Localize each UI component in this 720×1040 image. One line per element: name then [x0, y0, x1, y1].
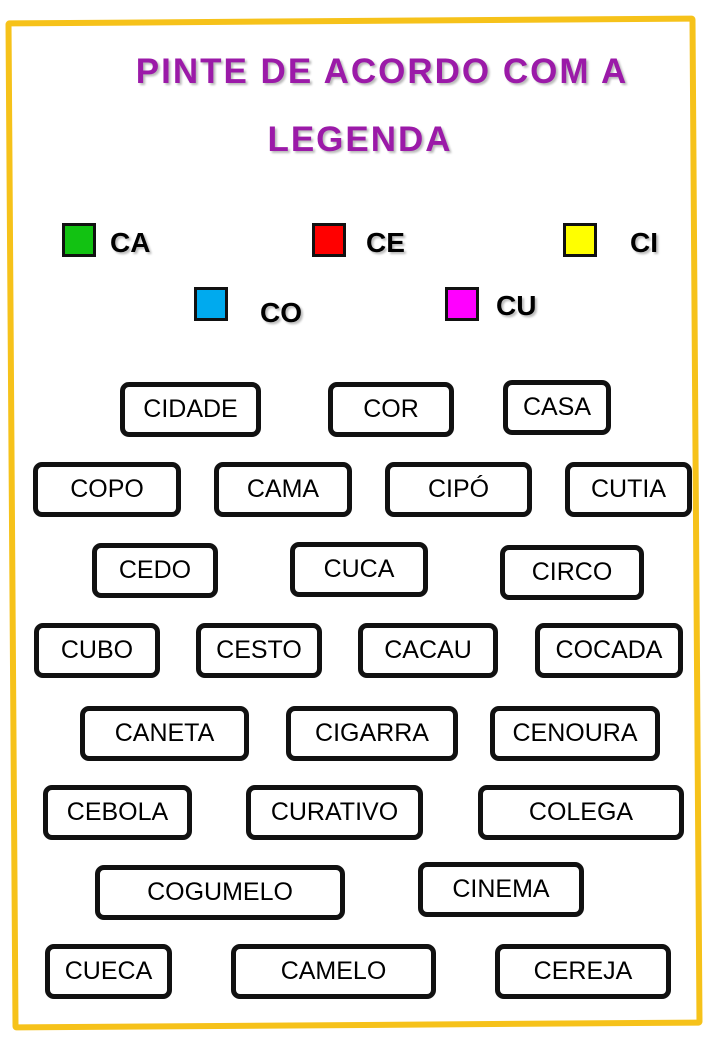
legend-swatch-ci[interactable]	[563, 223, 597, 257]
word-box-cogumelo[interactable]: COGUMELO	[95, 865, 345, 920]
word-box-camelo[interactable]: CAMELO	[231, 944, 436, 999]
legend-label-cu: CU	[496, 290, 537, 321]
legend-swatch-cu[interactable]	[445, 287, 479, 321]
word-box-cuca[interactable]: CUCA	[290, 542, 428, 597]
word-box-cutia[interactable]: CUTIA	[565, 462, 692, 517]
word-box-circo[interactable]: CIRCO	[500, 545, 644, 600]
word-box-cubo[interactable]: CUBO	[34, 623, 160, 678]
legend-swatch-co[interactable]	[194, 287, 228, 321]
word-box-cedo[interactable]: CEDO	[92, 543, 218, 598]
legend-label-ce: CE	[366, 227, 405, 258]
word-box-cueca[interactable]: CUECA	[45, 944, 172, 999]
word-box-cereja[interactable]: CEREJA	[495, 944, 671, 999]
word-box-caneta[interactable]: CANETA	[80, 706, 249, 761]
legend-label-ci: CI	[630, 227, 658, 258]
word-box-cacau[interactable]: CACAU	[358, 623, 498, 678]
word-box-cigarra[interactable]: CIGARRA	[286, 706, 458, 761]
word-box-colega[interactable]: COLEGA	[478, 785, 684, 840]
word-box-cesto[interactable]: CESTO	[196, 623, 322, 678]
title-line-1: PINTE DE ACORDO COM A	[135, 52, 629, 91]
word-box-cor[interactable]: COR	[328, 382, 454, 437]
legend-label-co: CO	[260, 297, 302, 328]
legend-swatch-ca[interactable]	[62, 223, 96, 257]
word-box-cebola[interactable]: CEBOLA	[43, 785, 192, 840]
word-box-cocada[interactable]: COCADA	[535, 623, 683, 678]
word-box-curativo[interactable]: CURATIVO	[246, 785, 423, 840]
word-box-copo[interactable]: COPO	[33, 462, 181, 517]
word-box-cipo[interactable]: CIPÓ	[385, 462, 532, 517]
word-box-casa[interactable]: CASA	[503, 380, 611, 435]
word-box-cama[interactable]: CAMA	[214, 462, 352, 517]
legend-label-ca: CA	[110, 227, 151, 258]
word-box-cinema[interactable]: CINEMA	[418, 862, 584, 917]
word-box-cenoura[interactable]: CENOURA	[490, 706, 660, 761]
title-line-2: LEGENDA	[267, 120, 453, 159]
legend-swatch-ce[interactable]	[312, 223, 346, 257]
word-box-cidade[interactable]: CIDADE	[120, 382, 261, 437]
